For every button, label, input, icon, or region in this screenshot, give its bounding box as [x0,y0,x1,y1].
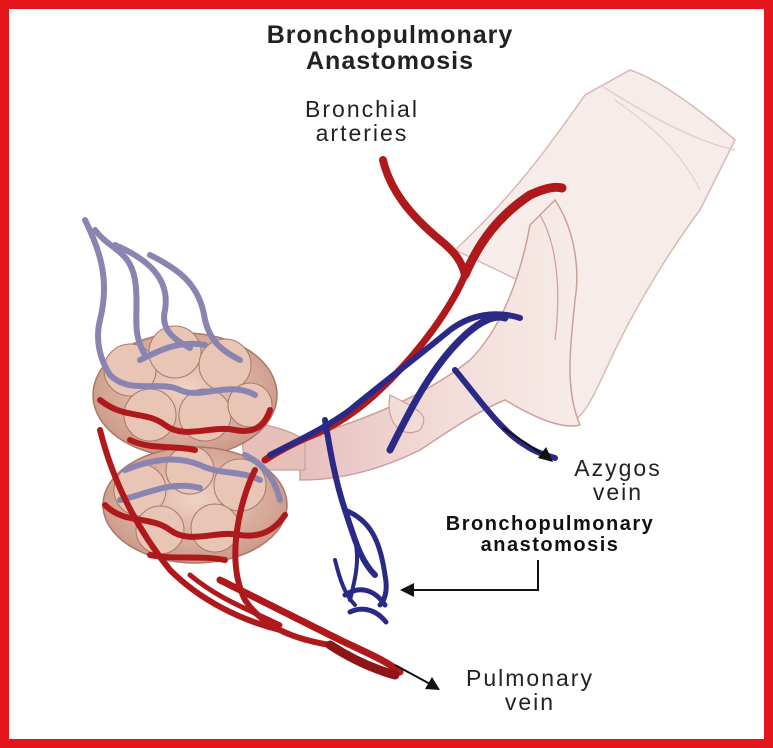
pulmonary-vein-line1: Pulmonary [410,666,650,690]
pointer-arrowheads [400,447,553,690]
title-line2: Anastomosis [190,48,590,74]
label-bronchopulmonary-anastomosis: Bronchopulmonary anastomosis [360,514,740,556]
azygos-vein-line1: Azygos [548,456,688,480]
bronchial-arteries-line1: Bronchial [262,97,462,121]
anastomosis-line1: Bronchopulmonary [360,514,740,535]
label-azygos-vein: Azygos vein [548,456,688,504]
pointer-lines [395,428,545,685]
label-bronchial-arteries: Bronchial arteries [262,97,462,145]
anastomosis-line2: anastomosis [360,535,740,556]
azygos-vein-line2: vein [548,480,688,504]
diagram-title: Bronchopulmonary Anastomosis [190,22,590,75]
label-pulmonary-vein: Pulmonary vein [410,666,650,714]
title-line1: Bronchopulmonary [190,22,590,48]
bronchial-arteries-line2: arteries [262,121,462,145]
pulmonary-vein-line2: vein [410,690,650,714]
